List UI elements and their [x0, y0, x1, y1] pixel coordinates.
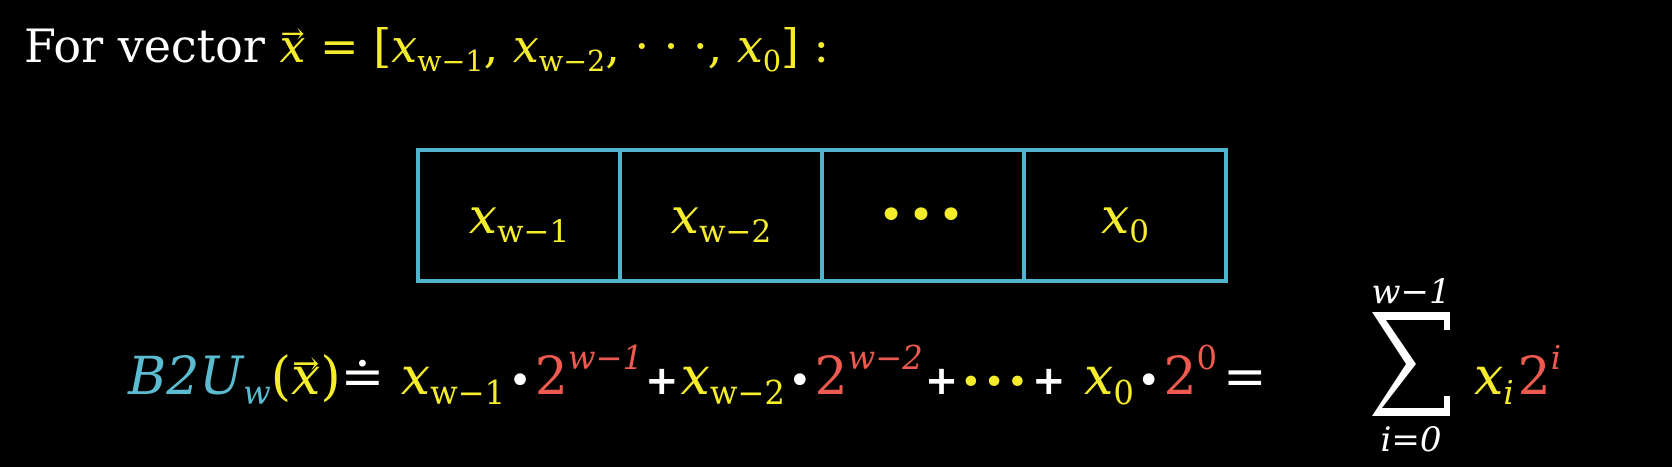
sum-term-x-i: xi [1474, 347, 1514, 413]
vector-element-w-2: xw−2 [512, 19, 606, 79]
cell-x-w-2: xw−2 [622, 152, 824, 279]
sum-lower-bound: i=0 [1380, 420, 1442, 460]
equals-sign: = [1223, 347, 1267, 407]
vector-separator: , [707, 19, 737, 73]
sum-term-power: 2i [1517, 338, 1562, 407]
cell-ellipsis: ••• [824, 152, 1026, 279]
sigma-icon [1372, 312, 1450, 416]
vector-intro-text: For vector [24, 19, 280, 73]
sum-term: xi2i [1474, 332, 1561, 422]
cell-x-0: x0 [1101, 186, 1149, 251]
b2u-formula: B2Uw(x)≐ xw−1•2w−1+xw−2•2w−2+•••+ x0•20= [128, 318, 1267, 422]
vector-element-0: x0 [736, 19, 781, 79]
vector-definition-line: For vector x = [xw−1, xw−2, · · ·, x0] : [24, 4, 830, 79]
open-paren: ( [270, 347, 292, 407]
vector-ellipsis: · · · [634, 19, 708, 73]
term-x-w-2: xw−2 [680, 347, 785, 413]
plus-sign: + [1031, 358, 1066, 404]
vector-x-symbol: x [279, 4, 305, 76]
vector-separator: , [605, 19, 635, 73]
term-x-0: x0 [1084, 347, 1134, 413]
term-x-w-1: xw−1 [400, 347, 506, 413]
close-paren: ) [320, 347, 341, 407]
formula-ellipsis: ••• [960, 362, 1030, 403]
power-2-w-1: 2w−1 [534, 338, 643, 407]
sum-upper-bound: w−1 [1371, 272, 1451, 312]
plus-sign: + [924, 358, 959, 404]
power-2-w-2: 2w−2 [814, 338, 923, 407]
function-name: B2Uw [128, 347, 271, 413]
bit-vector-cells: xw−1 xw−2 ••• x0 [416, 148, 1228, 283]
plus-sign: + [644, 358, 679, 404]
formula-vector-x: x [291, 318, 320, 422]
multiply-dot: • [787, 358, 812, 404]
vector-close-bracket: ] : [780, 19, 830, 73]
vector-element-w-1: xw−1 [391, 19, 484, 79]
defined-equals-sign: ≐ [340, 347, 385, 407]
vector-equals-open-bracket: = [ [305, 19, 392, 73]
multiply-dot: • [508, 358, 532, 404]
cell-x-w-1: xw−1 [420, 152, 622, 279]
vector-separator: , [483, 19, 513, 73]
summation: w−1 i=0 [1356, 270, 1466, 467]
multiply-dot: • [1136, 358, 1161, 404]
power-2-0: 20 [1163, 338, 1218, 407]
